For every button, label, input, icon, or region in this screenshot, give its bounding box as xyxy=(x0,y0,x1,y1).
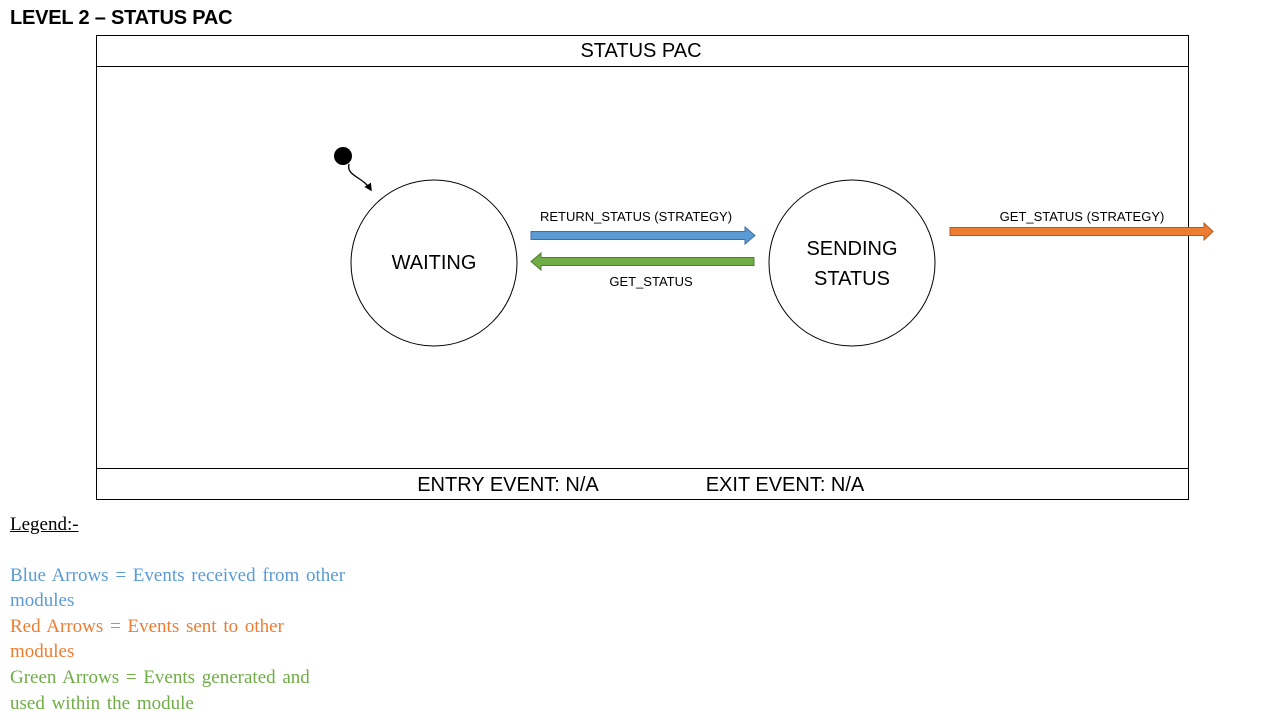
blue-transition-label: RETURN_STATUS (STRATEGY) xyxy=(540,209,732,224)
state-sending-status xyxy=(768,179,936,347)
initial-transition-arrow xyxy=(348,163,372,192)
green-arrow xyxy=(530,251,755,272)
legend-red-item: Red Arrows = Events sent to other module… xyxy=(10,615,284,663)
legend-green-item: Green Arrows = Events generated and used… xyxy=(10,666,310,714)
legend-title: Legend:- xyxy=(10,514,79,535)
status-pac-frame xyxy=(96,35,1189,500)
exit-event-label: EXIT EVENT: N/A xyxy=(706,474,865,496)
orange-transition-label: GET_STATUS (STRATEGY) xyxy=(1000,209,1165,224)
initial-state-dot xyxy=(334,147,352,165)
state-sending-status-label-1: SENDING xyxy=(806,238,897,260)
blue-arrow xyxy=(530,225,756,246)
state-waiting xyxy=(350,179,518,347)
legend: Legend:- Blue Arrows = Events received f… xyxy=(10,512,350,716)
green-transition-label: GET_STATUS xyxy=(609,274,693,289)
state-sending-status-label-2: STATUS xyxy=(814,268,890,290)
frame-header-label: STATUS PAC xyxy=(580,40,701,62)
page-title: LEVEL 2 – STATUS PAC xyxy=(10,7,233,29)
entry-event-label: ENTRY EVENT: N/A xyxy=(417,474,599,496)
orange-arrow xyxy=(949,221,1214,242)
legend-blue-item: Blue Arrows = Events received from other… xyxy=(10,564,346,612)
state-waiting-label: WAITING xyxy=(392,252,477,274)
